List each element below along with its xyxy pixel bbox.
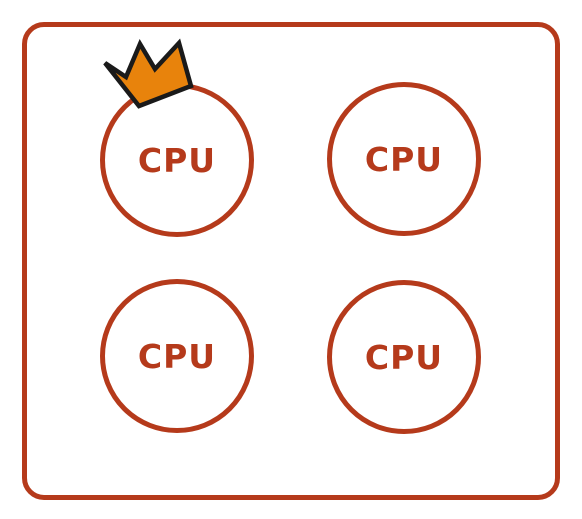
cpu-core-3: CPU — [100, 279, 254, 433]
cpu-core-4: CPU — [327, 280, 481, 434]
cpu-label: CPU — [364, 337, 444, 377]
cpu-label: CPU — [137, 336, 217, 376]
crown-icon — [103, 38, 194, 109]
cpu-core-2: CPU — [327, 82, 481, 236]
cpu-label: CPU — [137, 140, 217, 180]
cpu-label: CPU — [364, 139, 444, 179]
processor-package-frame — [22, 22, 560, 500]
